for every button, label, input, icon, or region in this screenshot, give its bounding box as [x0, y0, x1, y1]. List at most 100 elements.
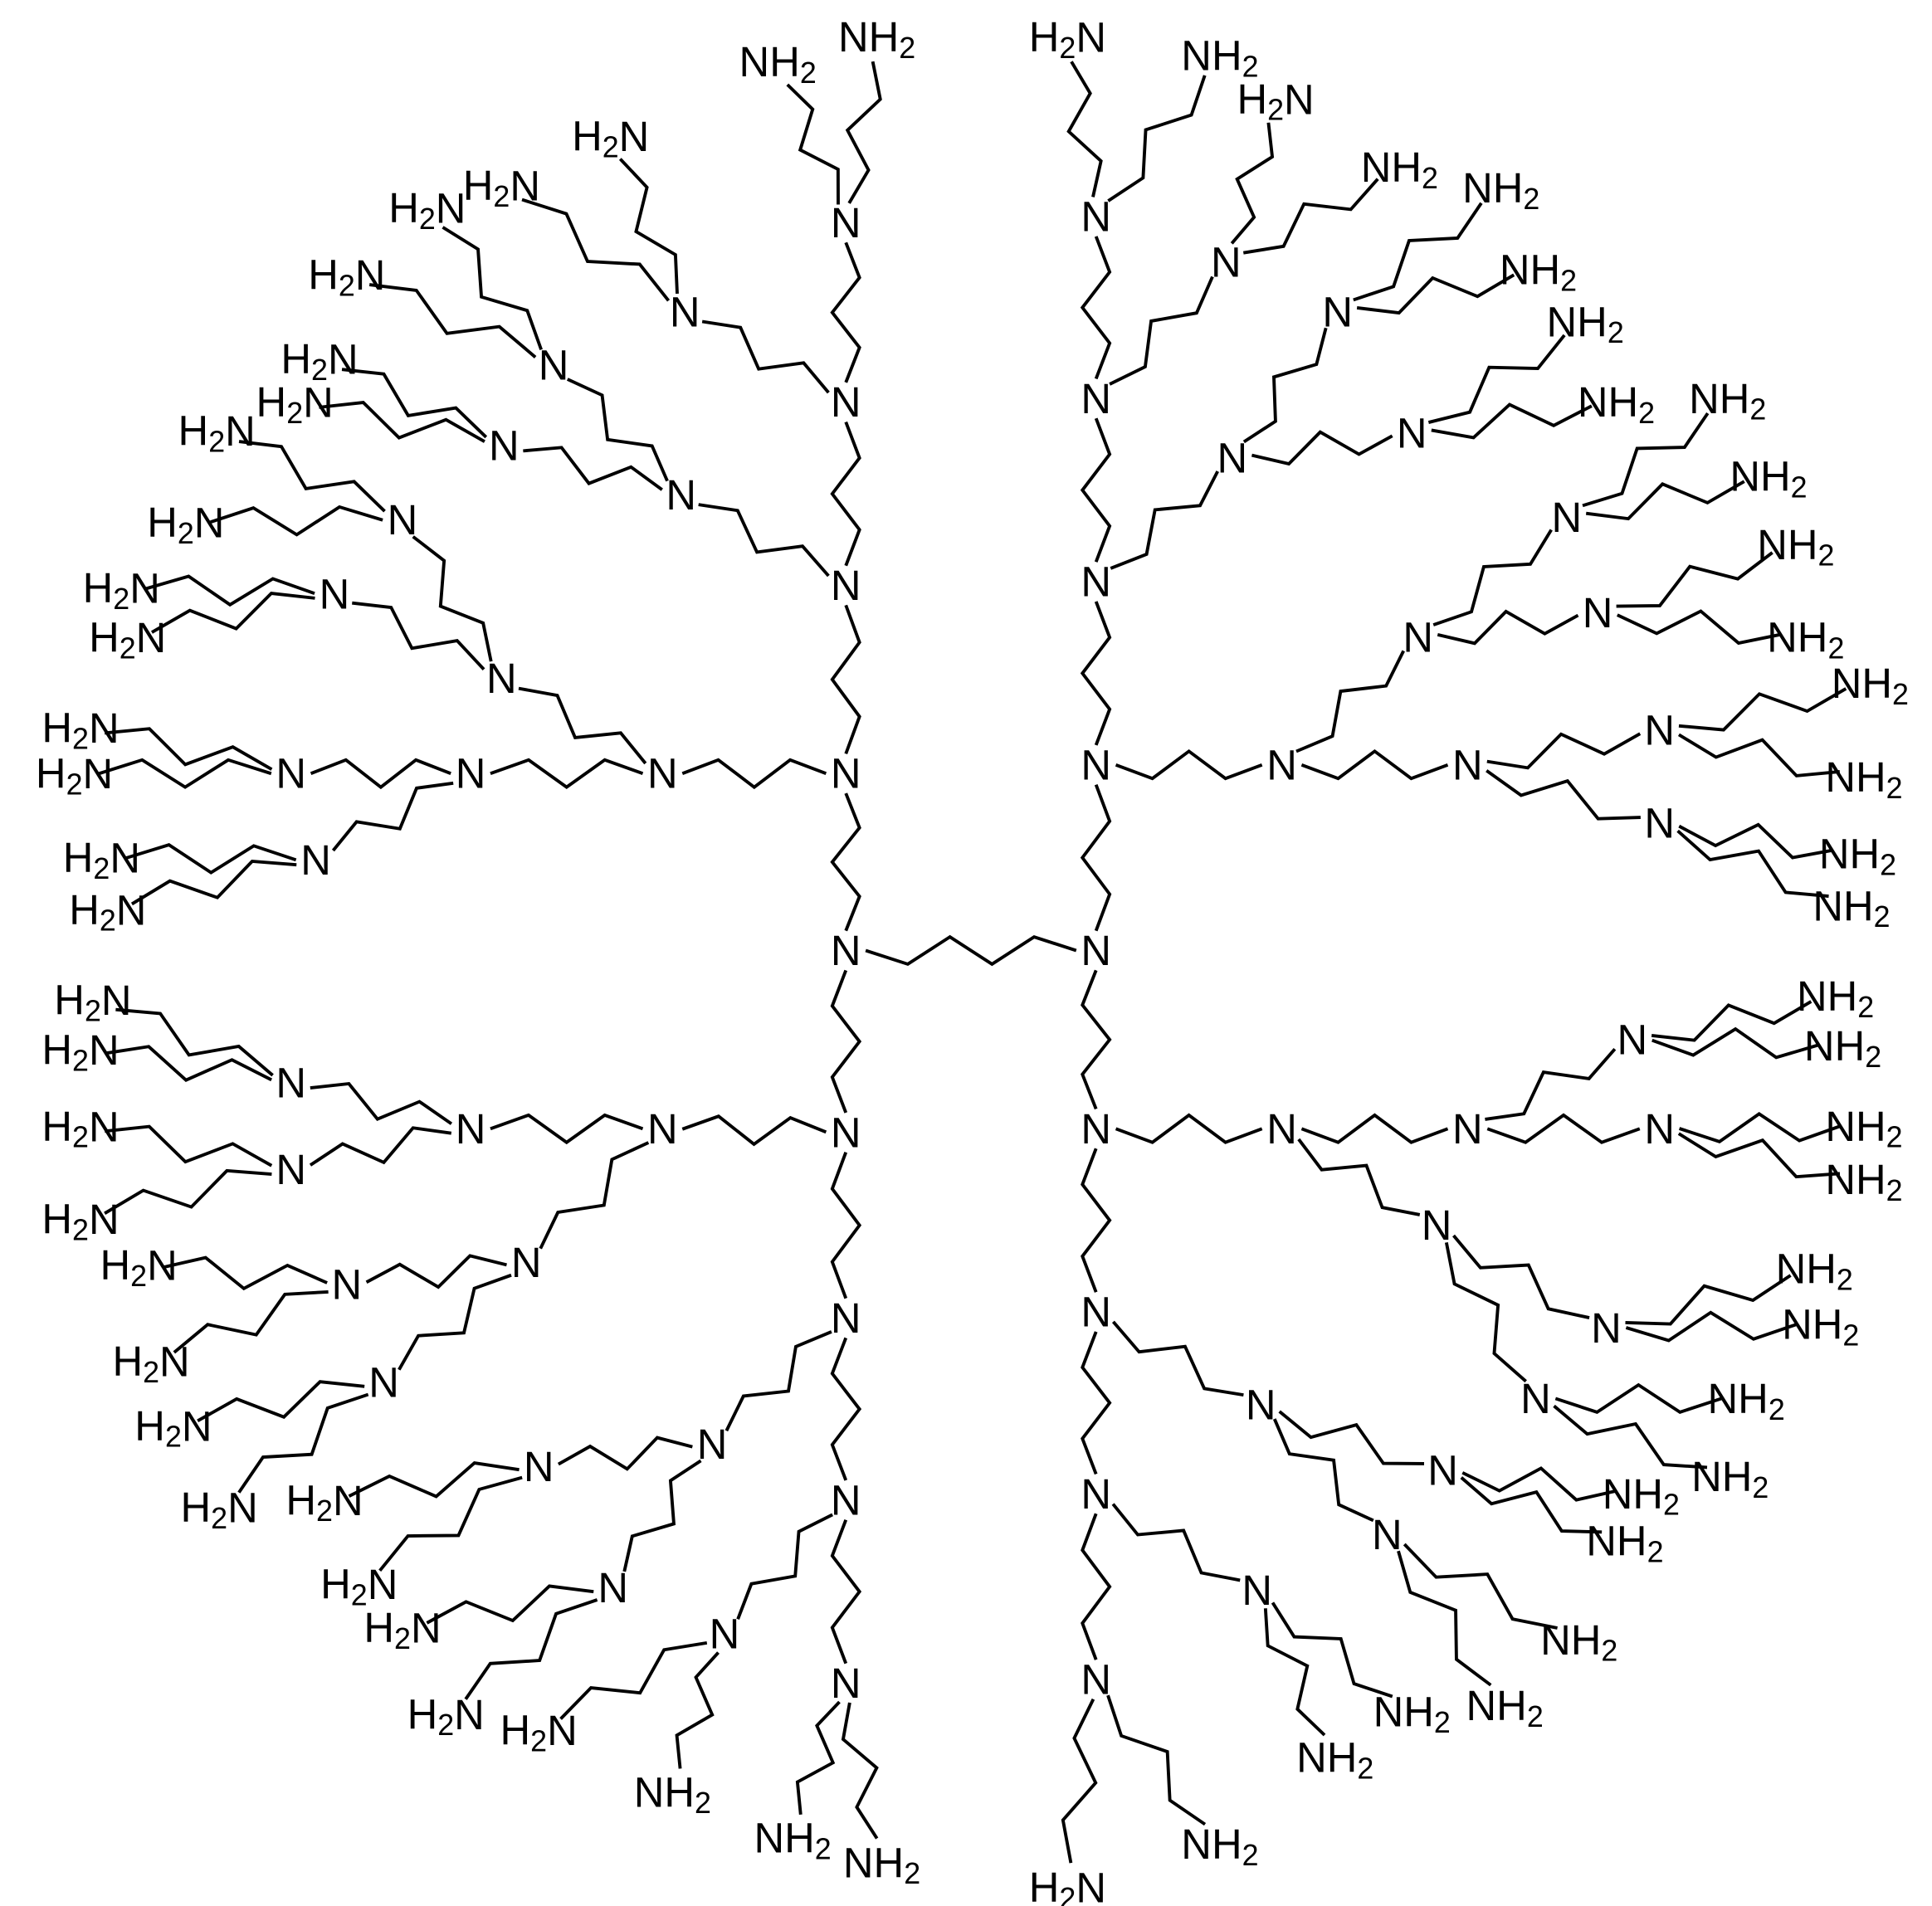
- atom-label: H2N: [36, 750, 113, 802]
- atom-label: N: [1081, 741, 1111, 788]
- atom-label: N: [1211, 239, 1242, 286]
- atom-label: NH2: [1586, 1517, 1663, 1568]
- atom-label: H2N: [63, 834, 140, 885]
- tertiary-amine-atom: N: [524, 1443, 554, 1490]
- atom-label: NH2: [843, 1839, 920, 1890]
- tertiary-amine-atom: N: [1081, 1105, 1111, 1153]
- propylene-chain-bond: [1109, 275, 1214, 386]
- terminal-amine-group: NH2: [1804, 1022, 1881, 1074]
- terminal-amine-group: NH2: [1832, 660, 1909, 711]
- atom-label: N: [831, 750, 861, 797]
- atom-label: NH2: [1797, 972, 1874, 1024]
- terminal-amine-group: H2N: [83, 564, 160, 616]
- propylene-chain-bond: [237, 1392, 369, 1494]
- propylene-chain-bond: [365, 1254, 507, 1289]
- atom-label: NH2: [1804, 1022, 1881, 1074]
- propylene-chain-bond: [310, 758, 451, 790]
- propylene-chain-bond: [1651, 1000, 1812, 1042]
- propylene-chain-bond: [1272, 1418, 1374, 1523]
- tertiary-amine-atom: N: [388, 496, 418, 544]
- terminal-amine-group: NH2: [1500, 246, 1577, 298]
- terminal-amine-group: H2N: [41, 1103, 119, 1154]
- atom-label: NH2: [1547, 298, 1624, 349]
- propylene-chain-bond: [1616, 551, 1773, 608]
- terminal-amine-group: H2N: [181, 1484, 258, 1535]
- atom-label: N: [1372, 1511, 1403, 1558]
- atom-label: N: [1644, 1105, 1675, 1153]
- tertiary-amine-atom: N: [1591, 1304, 1622, 1352]
- tertiary-amine-atom: N: [486, 655, 517, 702]
- atom-label: H2N: [147, 499, 224, 550]
- propylene-chain-bond: [1437, 609, 1579, 646]
- terminal-amine-group: NH2: [1586, 1517, 1663, 1568]
- atom-label: N: [1644, 799, 1675, 846]
- propylene-chain-bond: [1111, 1503, 1241, 1582]
- propylene-chain-bond: [1460, 1476, 1603, 1534]
- terminal-amine-group: H2N: [1237, 76, 1314, 127]
- propylene-chain-bond: [1081, 1331, 1112, 1475]
- propylene-chain-bond: [1585, 480, 1745, 521]
- propylene-chain-bond: [1278, 1410, 1425, 1465]
- propylene-chain-bond: [1300, 1113, 1449, 1144]
- tertiary-amine-atom: N: [368, 1359, 399, 1406]
- atom-label: H2N: [1029, 1864, 1106, 1906]
- propylene-chain-bond: [125, 843, 297, 875]
- tertiary-amine-atom: N: [1081, 1289, 1111, 1336]
- atom-label: NH2: [1776, 1245, 1853, 1296]
- atom-label: NH2: [1812, 882, 1890, 934]
- tertiary-amine-atom: N: [456, 1105, 486, 1153]
- atom-label: N: [276, 750, 306, 797]
- propylene-chain-bond: [830, 1337, 862, 1481]
- atom-label: NH2: [1296, 1734, 1373, 1786]
- atom-label: N: [1081, 1289, 1111, 1336]
- terminal-amine-group: NH2: [754, 1814, 831, 1865]
- propylene-chain-bond: [98, 758, 272, 789]
- tertiary-amine-atom: N: [511, 1239, 542, 1286]
- terminal-amine-group: H2N: [54, 977, 131, 1028]
- propylene-chain-bond: [1295, 650, 1405, 753]
- atom-label: H2N: [308, 251, 385, 303]
- terminal-amine-group: H2N: [572, 113, 649, 164]
- atom-label: H2N: [134, 1402, 212, 1454]
- propylene-chain-bond: [1081, 1148, 1112, 1293]
- atom-label: H2N: [572, 113, 649, 164]
- propylene-chain-bond: [310, 1081, 453, 1125]
- atom-label: H2N: [1237, 76, 1314, 127]
- propylene-chain-bond: [681, 1114, 827, 1147]
- atom-label: NH2: [1373, 1688, 1451, 1739]
- terminal-amine-group: NH2: [838, 13, 915, 65]
- atom-label: N: [831, 1109, 861, 1156]
- propylene-chain-bond: [1676, 829, 1829, 898]
- atom-label: H2N: [83, 564, 160, 616]
- terminal-amine-group: H2N: [1029, 13, 1106, 65]
- atom-label: NH2: [1181, 1821, 1258, 1872]
- terminal-amine-group: NH2: [1466, 1682, 1544, 1733]
- terminal-amine-group: H2N: [1029, 1864, 1106, 1906]
- terminal-amine-group: H2N: [69, 886, 146, 938]
- terminal-amine-group: H2N: [41, 1196, 119, 1247]
- propylene-chain-bond: [1444, 1242, 1527, 1383]
- atom-label: H2N: [41, 1026, 119, 1077]
- propylene-chain-bond: [1107, 75, 1207, 202]
- tertiary-amine-atom: N: [1266, 741, 1297, 788]
- atom-label: NH2: [1730, 453, 1807, 505]
- propylene-chain-bond: [618, 158, 679, 295]
- tertiary-amine-atom: N: [598, 1564, 628, 1611]
- terminal-amine-group: NH2: [1812, 882, 1890, 934]
- propylene-chain-bond: [352, 601, 485, 670]
- terminal-amine-group: H2N: [89, 614, 166, 665]
- atom-label: H2N: [41, 1103, 119, 1154]
- atom-label: NH2: [1832, 660, 1909, 711]
- tertiary-amine-atom: N: [831, 750, 861, 797]
- tertiary-amine-atom: N: [276, 750, 306, 797]
- atom-label: N: [1081, 1470, 1111, 1518]
- propylene-chain-bond: [1554, 1382, 1722, 1415]
- atom-label: N: [1644, 707, 1675, 754]
- atom-label: N: [670, 288, 700, 335]
- terminal-amine-group: H2N: [407, 1690, 485, 1742]
- propylene-chain-bond: [1616, 609, 1782, 646]
- terminal-amine-group: NH2: [1578, 378, 1655, 430]
